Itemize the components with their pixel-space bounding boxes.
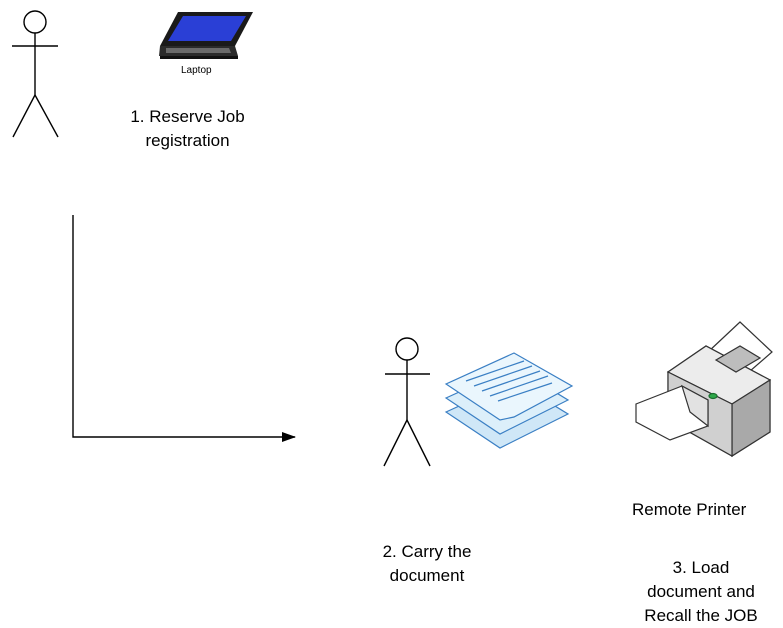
step-3-label: 3. Load document and Recall the JOB — [636, 556, 766, 628]
step-3-line-3: Recall the JOB — [644, 606, 758, 625]
stick-figure-icon — [383, 337, 431, 467]
printer-label: Remote Printer — [632, 500, 747, 519]
step-3-line-1: 3. Load — [672, 558, 730, 577]
step-1-label: 1. Reserve Job registration — [100, 105, 275, 153]
step-3-line-2: document and — [647, 582, 755, 601]
step-1-line-2: registration — [145, 131, 230, 150]
step-1-line-1: 1. Reserve Job — [130, 107, 245, 126]
laptop-icon — [159, 12, 253, 59]
arrow-icon — [72, 215, 296, 442]
laptop-label: Laptop — [181, 65, 212, 76]
printer-icon — [635, 321, 773, 458]
step-2-line-1: 2. Carry the — [382, 542, 472, 561]
step-2-line-2: document — [389, 566, 465, 585]
step-2-label: 2. Carry the document — [357, 540, 497, 588]
stick-figure-icon — [12, 10, 59, 138]
document-stack-icon — [444, 352, 574, 449]
